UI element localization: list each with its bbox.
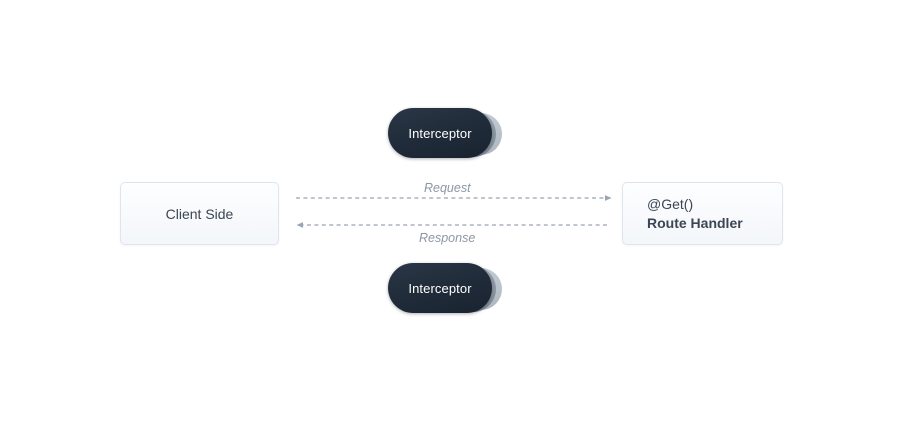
route-handler-title-label: Route Handler [647,214,743,231]
stacked-pill-front-layer-icon: Interceptor [388,263,492,313]
node-interceptor-top[interactable]: Interceptor [388,108,508,160]
node-client-side[interactable]: Client Side [120,182,279,245]
edge-label-response: Response [419,231,476,245]
stacked-pill-front-layer-icon: Interceptor [388,108,492,158]
interceptor-bottom-label: Interceptor [408,280,472,296]
client-side-label: Client Side [165,205,234,222]
node-route-handler[interactable]: @Get() Route Handler [622,182,783,245]
interceptor-top-label: Interceptor [408,125,472,141]
route-handler-decorator-label: @Get() [647,195,694,212]
node-interceptor-bottom[interactable]: Interceptor [388,263,508,315]
edge-label-request: Request [424,181,471,195]
